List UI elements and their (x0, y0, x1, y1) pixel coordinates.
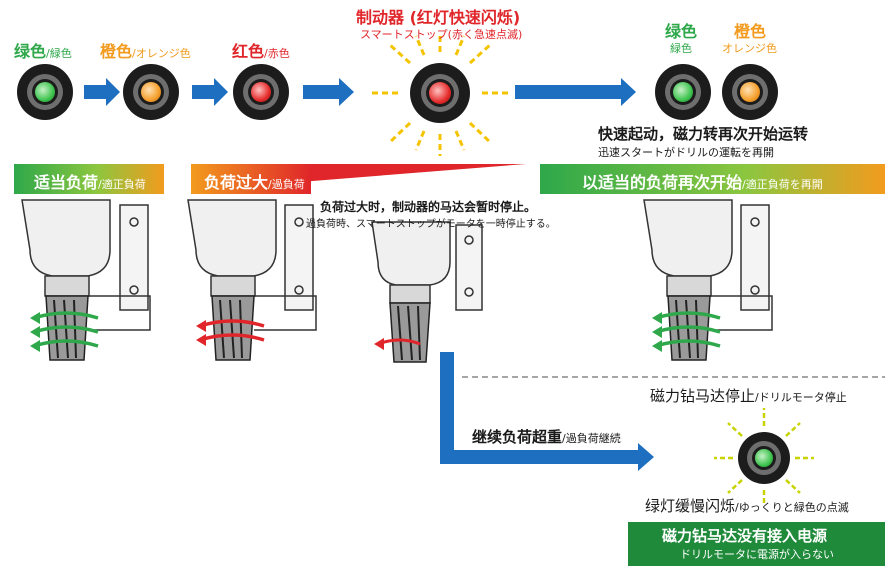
no-power-box-bg (628, 522, 885, 566)
label-red-jp: /赤色 (264, 47, 290, 60)
overload-stop-title: 负荷过大时，制动器的马达会暂时停止。 (320, 200, 537, 214)
motor-stop-cn: 磁力钻马达停止 (650, 387, 756, 405)
restart-title: 快速起动，磁力转再次开始运转 (598, 125, 809, 143)
arrow-green-to-orange (84, 78, 120, 106)
arrow-red-to-brake (303, 78, 354, 106)
motor-stop-jp: /ドリルモータ停止 (755, 391, 847, 404)
drill-illustration-resume (643, 199, 773, 361)
continue-overload-label: 继续负荷超重/過負荷継続 (472, 426, 621, 447)
label-red-cn: 红色 (232, 42, 265, 61)
slow-blink-cn: 绿灯缓慢闪烁 (645, 497, 736, 515)
lamp-green-slow-blink (738, 432, 790, 484)
label-green-jp: /緑色 (46, 47, 72, 60)
drill-illustration-brake (371, 221, 483, 363)
drill-illustration-proper (21, 199, 151, 361)
band-proper-bg (14, 164, 164, 194)
label-red: 红色/赤色 (232, 38, 290, 62)
band-overload-cn: 负荷过大 (204, 173, 269, 192)
label-green-cn: 绿色 (14, 42, 47, 61)
lamp-green-restart (655, 64, 711, 120)
band-overload-jp: /過負荷 (268, 178, 305, 191)
label-green: 绿色/緑色 (14, 38, 72, 62)
restart-orange-label: 橙色 (734, 22, 767, 41)
band-resume-cn: 以适当的负荷再次开始 (582, 173, 743, 192)
label-orange-jp: /オレンジ色 (132, 47, 191, 60)
slow-blink-jp: /ゆっくりと緑色の点滅 (735, 501, 849, 514)
band-resume-jp: /適正負荷を再開 (742, 178, 823, 191)
arrow-brake-to-restart (515, 78, 636, 106)
restart-subtitle: 迅速スタートがドリルの運転を再開 (598, 146, 774, 159)
restart-orange-label-jp: オレンジ色 (722, 42, 777, 55)
no-power-title: 磁力钻马达没有接入电源 (662, 527, 828, 545)
band-resume: 以适当的负荷再次开始/適正負荷を再開 (582, 169, 823, 193)
band-proper-cn: 适当负荷 (34, 173, 99, 192)
label-orange-cn: 橙色 (100, 42, 133, 61)
continue-overload-jp: /過負荷継続 (562, 432, 621, 445)
band-proper-jp: /適正負荷 (98, 178, 146, 191)
lamp-red-brake (410, 63, 470, 123)
slow-blink-label: 绿灯缓慢闪烁/ゆっくりと緑色の点滅 (645, 495, 849, 516)
band-overload: 负荷过大/過負荷 (204, 169, 305, 193)
brake-title: 制动器 (红灯快速闪烁) (356, 8, 521, 27)
drill-illustration-overload (187, 199, 317, 361)
restart-green-label: 绿色 (665, 22, 698, 41)
red-wedge (300, 164, 526, 182)
band-resume-bg (540, 164, 885, 194)
motor-stop-label: 磁力钻马达停止/ドリルモータ停止 (650, 385, 847, 406)
continue-overload-cn: 继续负荷超重 (472, 428, 563, 446)
no-power-subtitle: ドリルモータに電源が入らない (680, 548, 834, 561)
arrow-orange-to-red (192, 78, 228, 106)
overload-stop-subtitle: 過負荷時、スマートストップがモータを一時停止する。 (306, 219, 556, 230)
lamp-orange-restart (722, 64, 778, 120)
lamp-orange (123, 64, 179, 120)
restart-green-label-jp: 緑色 (670, 42, 692, 55)
band-overload-bg (191, 164, 311, 194)
lamp-green (17, 64, 73, 120)
brake-subtitle: スマートストップ(赤く急速点滅) (360, 28, 523, 41)
band-proper: 适当负荷/適正負荷 (34, 169, 146, 193)
green-blink-rays (714, 408, 814, 506)
red-flash-rays (372, 32, 508, 156)
label-orange: 橙色/オレンジ色 (100, 38, 191, 62)
lamp-red (233, 64, 289, 120)
arrow-continue-overload (440, 352, 654, 471)
